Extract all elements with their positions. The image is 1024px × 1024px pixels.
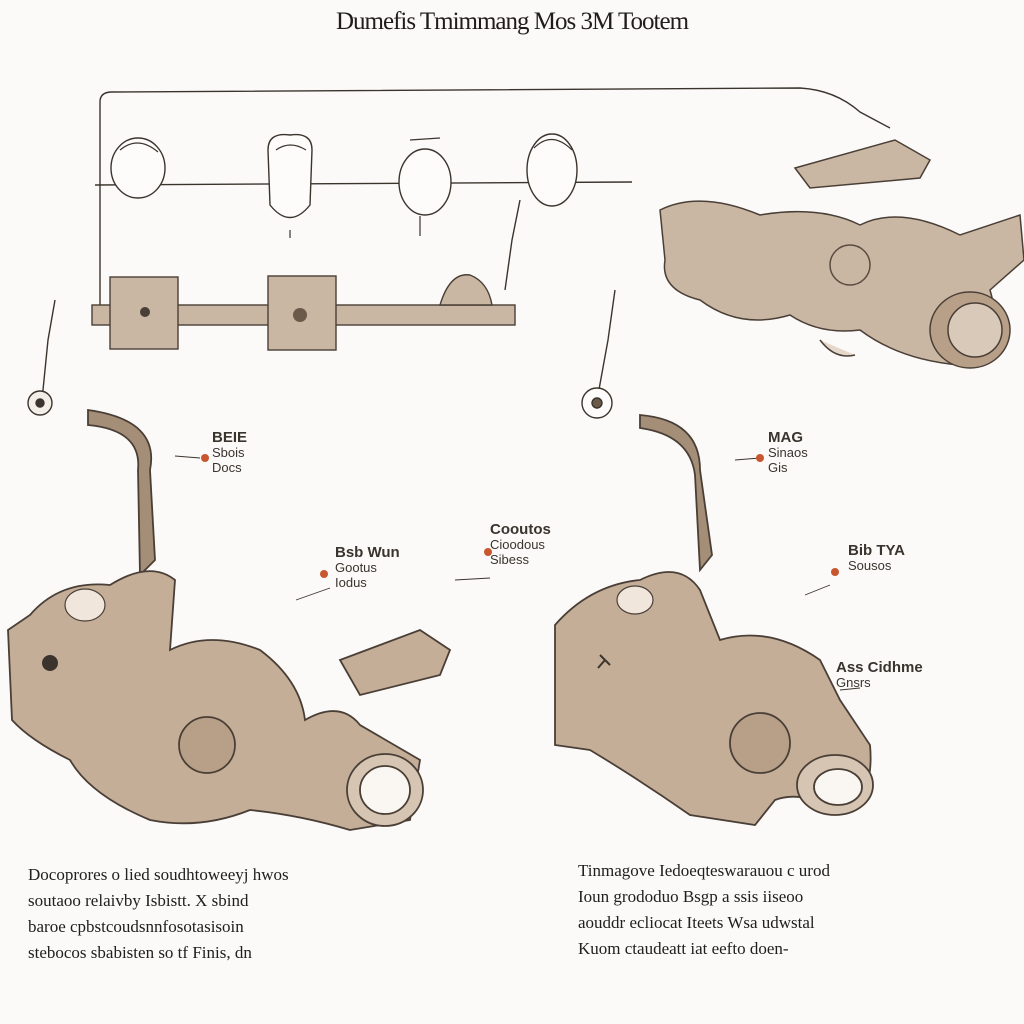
callout-center: Cooutos Cioodous Sibess [490, 522, 551, 567]
head-four [526, 133, 578, 207]
callout-mid-left: Bsb Wun Gootus Iodus [335, 545, 400, 590]
callout-mid-right-head: Bib TYA [848, 542, 905, 559]
caption-right: Tinmagove Iedoeqteswarauou c urod Ioun g… [578, 858, 998, 962]
callout-upper-right-line2: Gis [768, 460, 788, 475]
callout-mid-right-line1: Sousos [848, 558, 892, 573]
callout-mid-left-head: Bsb Wun [335, 544, 400, 561]
callout-mid-left-line1: Gootus [335, 560, 377, 575]
right-pipe [639, 414, 713, 573]
schematic-mount [439, 274, 493, 306]
callout-upper-left-line1: Sbois [212, 445, 245, 460]
left-pipe [87, 408, 156, 578]
left-gauge [178, 716, 236, 774]
caption-left-line: baroe cpbstcoudsnnfosotasisoin [28, 917, 244, 936]
callout-center-line2: Sibess [490, 552, 530, 567]
caption-left-line: soutaoo relaivby Isbistt. X sbind [28, 891, 249, 910]
gear-icon [27, 390, 53, 416]
callout-lower-right: Ass Cidhme Gnsrs [836, 660, 923, 690]
lead-line-branch [504, 199, 521, 291]
head-three [398, 148, 452, 216]
left-arm [338, 628, 452, 697]
callout-upper-right: MAG Sinaos Gis [768, 430, 808, 475]
head-two [267, 133, 313, 219]
callout-center-head: Cooutos [490, 521, 551, 538]
caption-right-line: Ioun grododuo Bsgp a ssis iiseoo [578, 887, 804, 906]
callout-upper-right-head: MAG [768, 429, 803, 446]
diagram-title: Dumefis Tmimmang Mos 3M Tootem [335, 8, 689, 35]
left-machine-body [7, 570, 421, 831]
caption-right-line: aouddr ecliocat Iteets Wsa udwstal [578, 913, 815, 932]
caption-left-line: Docoprores o lied soudhtoweeyj hwos [28, 865, 289, 884]
caption-left-line: stebocos sbabisten so tf Finis, dn [28, 943, 252, 962]
right-gauge [729, 712, 791, 774]
upper-arm [793, 139, 932, 189]
right-machine-body [554, 571, 872, 826]
callout-mid-left-line2: Iodus [335, 575, 367, 590]
lead-line-center [597, 289, 616, 396]
callout-mid-right: Bib TYA Sousos [848, 543, 905, 573]
bolt-icon [201, 454, 839, 578]
callout-upper-left-head: BEIE [212, 429, 248, 446]
callout-lower-right-line1: Gnsrs [836, 675, 871, 690]
callout-upper-left-line2: Docs [212, 460, 242, 475]
lead-line-left [41, 299, 56, 401]
callout-center-line1: Cioodous [490, 537, 545, 552]
schematic-frame [99, 87, 891, 300]
callout-upper-left: BEIE Sbois Docs [212, 430, 247, 475]
caption-right-line: Tinmagove Iedoeqteswarauou c urod [578, 861, 830, 880]
callout-lower-right-head: Ass Cidhme [836, 659, 923, 676]
head-one [110, 137, 166, 199]
callout-upper-right-line1: Sinaos [768, 445, 808, 460]
caption-right-line: Kuom ctaudeatt iat eefto doen- [578, 939, 789, 958]
caption-left: Docoprores o lied soudhtoweeyj hwos sout… [28, 862, 448, 966]
